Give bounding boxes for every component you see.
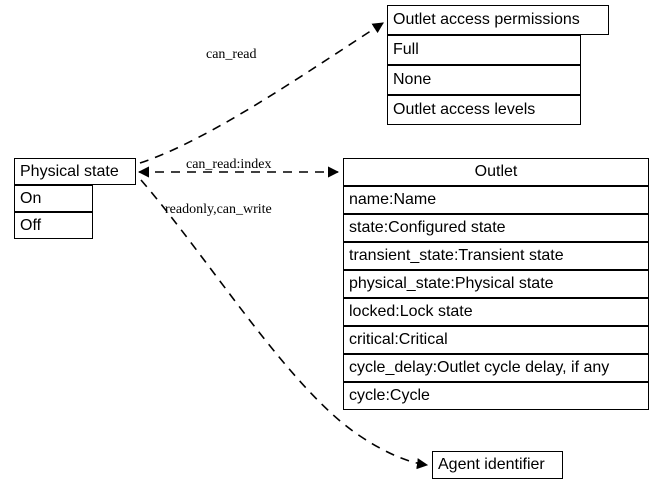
outlet-access-permissions-row-levels: Outlet access levels [387,95,581,125]
physical-state-title: Physical state [14,158,136,185]
outlet-row-cycle: cycle:Cycle [343,382,649,410]
edge-readonly-can-write [140,179,429,470]
outlet-row-transient-state: transient_state:Transient state [343,242,649,270]
outlet-access-permissions-row-none: None [387,65,581,95]
outlet-access-permissions-title: Outlet access permissions [387,5,609,35]
outlet-row-physical-state: physical_state:Physical state [343,270,649,298]
outlet-row-cycle-delay: cycle_delay:Outlet cycle delay, if any [343,354,649,382]
agent-identifier-title: Agent identifier [432,451,563,479]
outlet-title: Outlet [343,158,649,186]
edge-label-readonly-can-write: readonly,can_write [165,202,272,217]
outlet-row-critical: critical:Critical [343,326,649,354]
outlet-row-name: name:Name [343,186,649,214]
physical-state-row-off: Off [14,212,93,239]
outlet-row-locked: locked:Lock state [343,298,649,326]
edge-can-read [139,22,384,164]
edge-label-can-read-index: can_read:index [186,157,272,172]
physical-state-row-on: On [14,185,93,212]
outlet-access-permissions-row-full: Full [387,35,581,65]
edge-label-can-read: can_read [206,47,257,62]
outlet-row-state: state:Configured state [343,214,649,242]
